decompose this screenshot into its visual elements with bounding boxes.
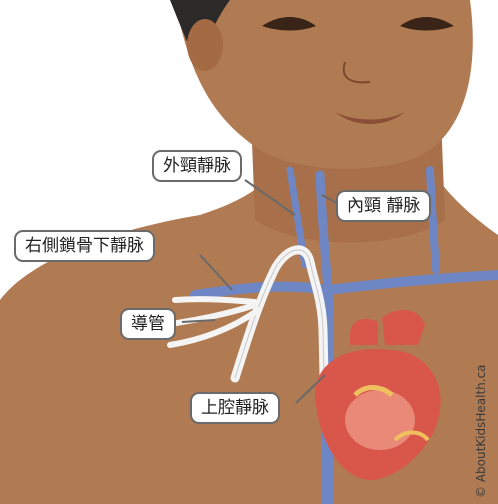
label-superior-vena-cava: 上腔靜脉	[190, 392, 280, 424]
catheter-lumen-upper	[175, 299, 255, 302]
label-right-subclavian-vein: 右側鎖骨下靜脉	[14, 230, 155, 262]
label-internal-jugular-vein: 內頸 靜脉	[336, 190, 431, 222]
ear	[187, 19, 223, 71]
credit-text: © AboutKidsHealth.ca	[474, 364, 488, 498]
label-external-jugular-vein: 外頸靜脉	[152, 150, 242, 182]
label-catheter: 導管	[120, 308, 176, 340]
